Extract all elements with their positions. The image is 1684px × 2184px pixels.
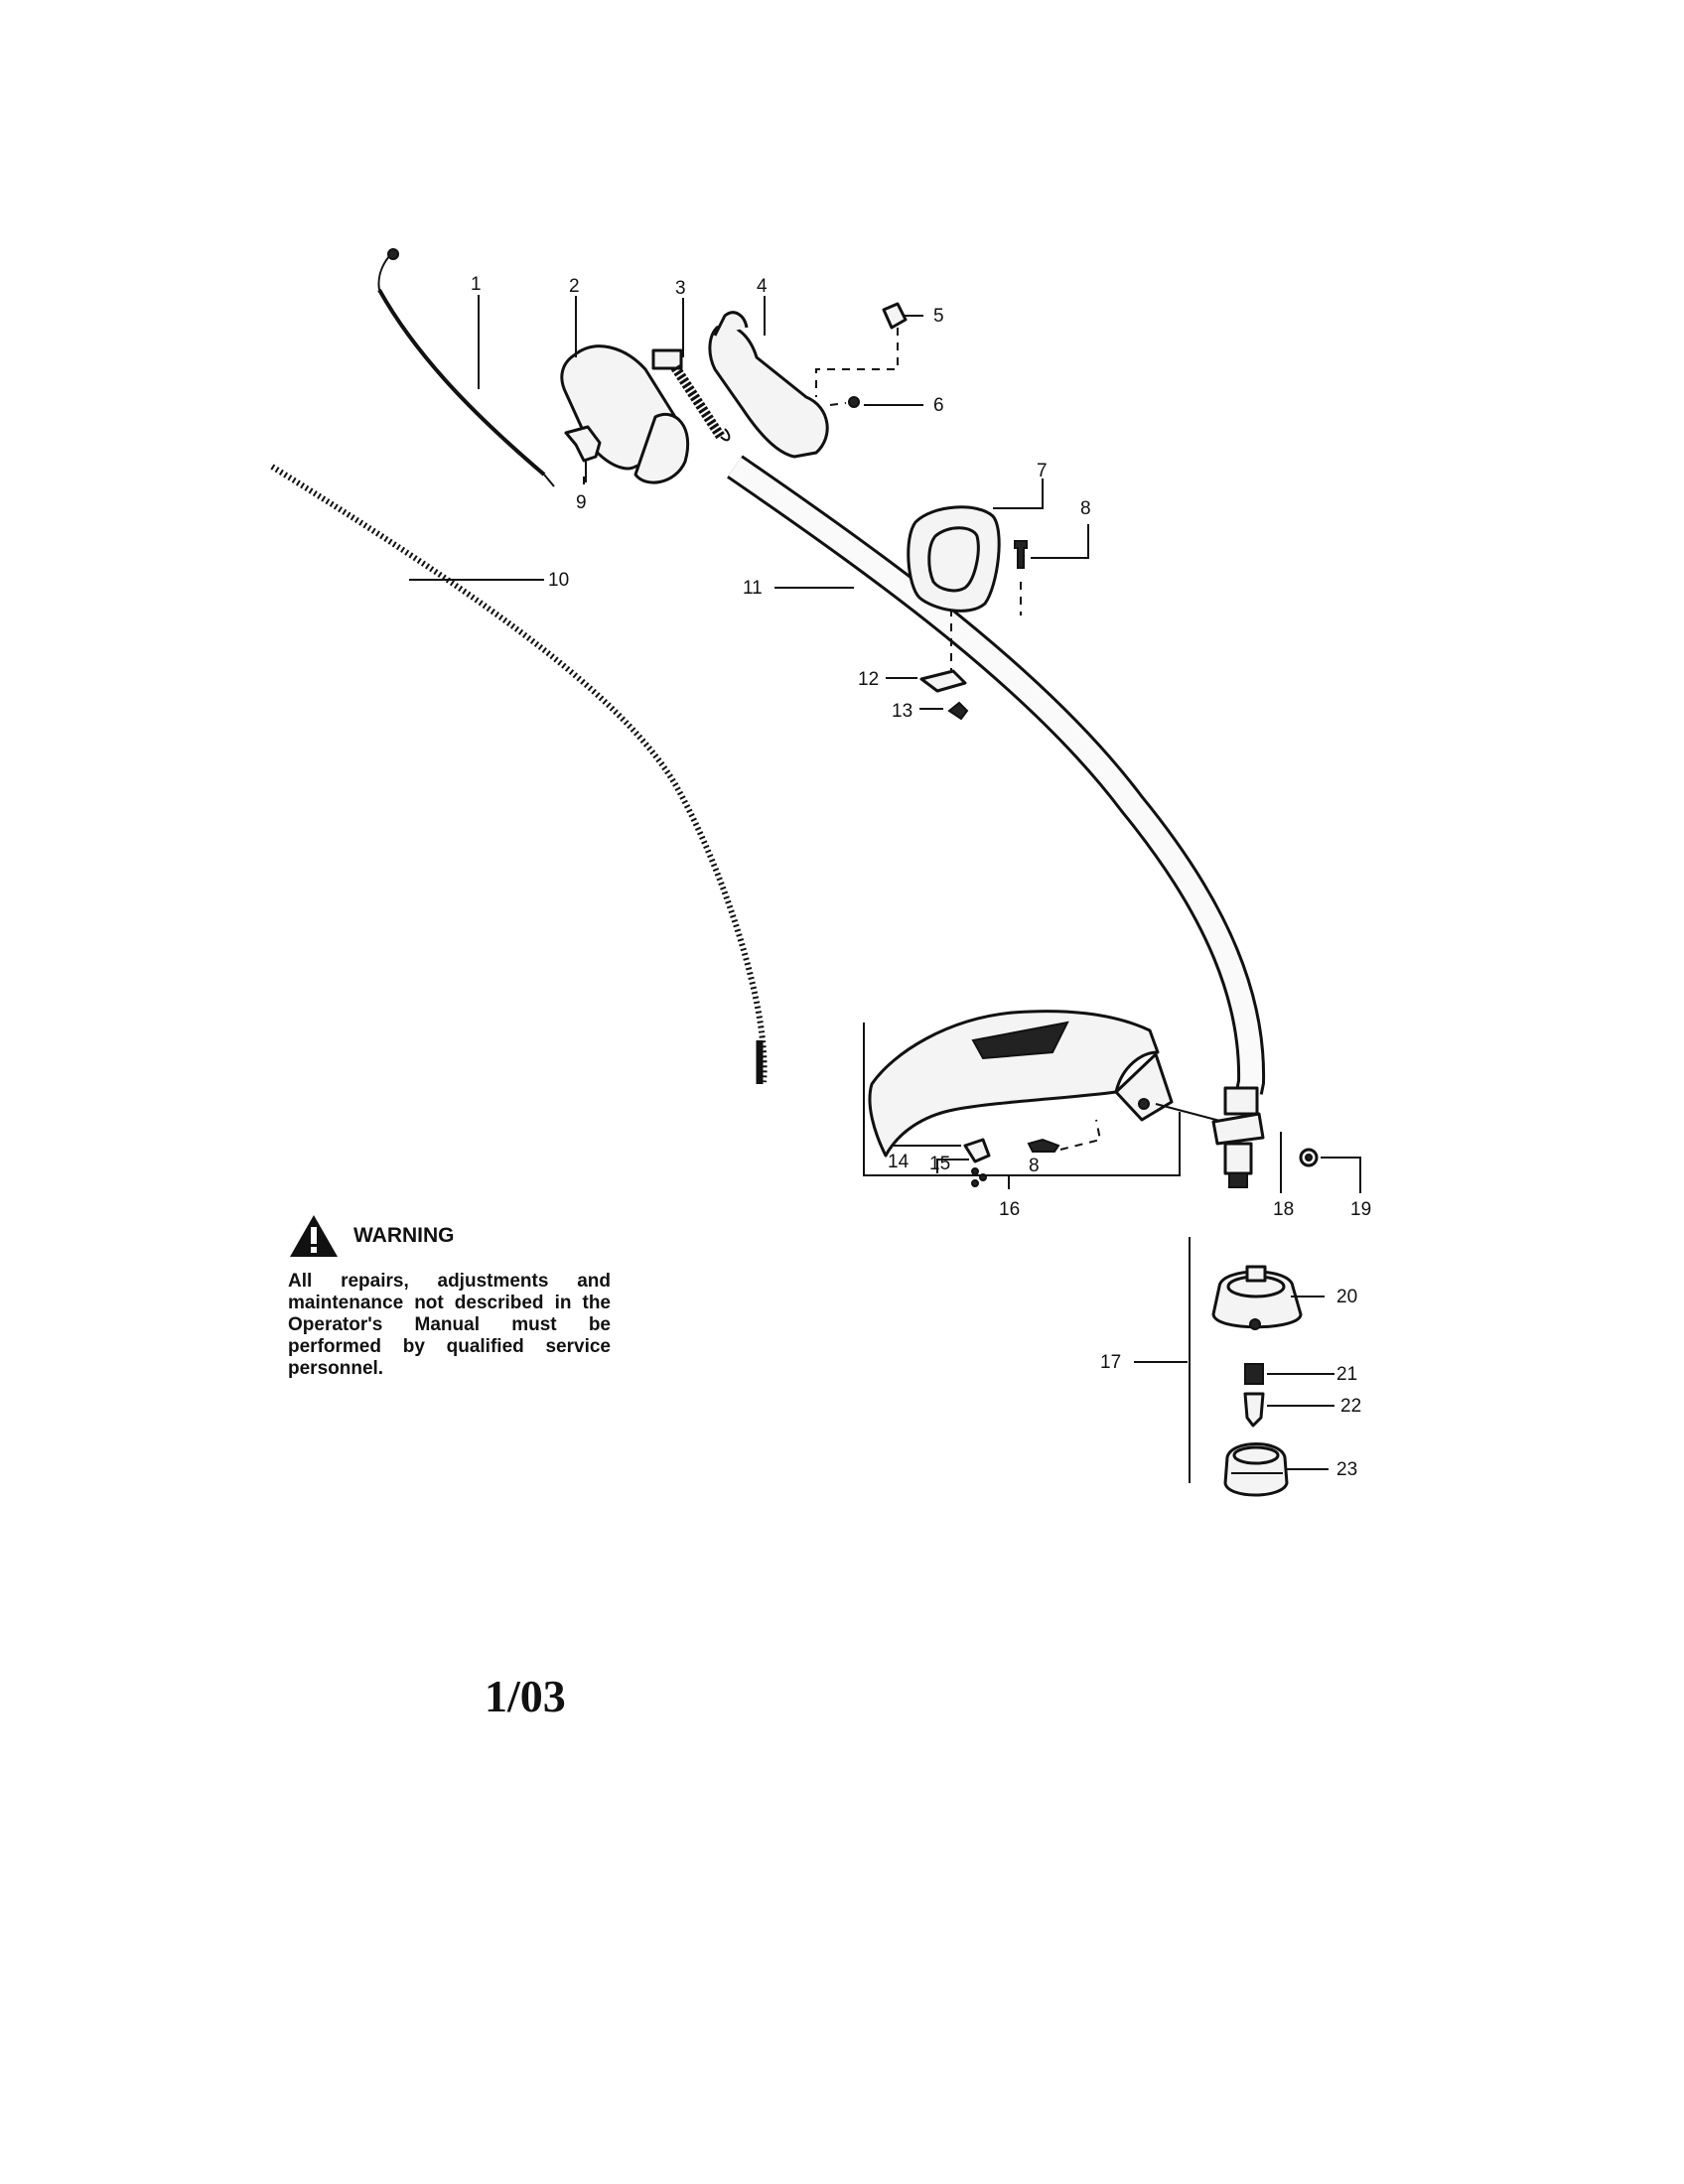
part-22-insert: [1243, 1392, 1265, 1428]
callout-5: 5: [933, 306, 944, 327]
part-9-trigger: [564, 425, 602, 482]
part-23-bump-knob: [1223, 1442, 1289, 1497]
part-15-screws: [971, 1167, 987, 1187]
part-21-spring: [1244, 1363, 1264, 1385]
part-6-screw: [829, 396, 860, 408]
part-20-spool-housing: [1211, 1265, 1303, 1330]
part-8-screw-upper: [1014, 540, 1028, 569]
callout-19: 19: [1350, 1199, 1371, 1220]
callout-17: 17: [1100, 1352, 1121, 1373]
callout-2: 2: [569, 276, 580, 297]
part-4-throttle-housing: [708, 311, 829, 459]
callout-21: 21: [1336, 1364, 1357, 1385]
warning-triangle-icon: [290, 1215, 338, 1257]
warning-title: WARNING: [353, 1224, 455, 1247]
part-8-screw-lower: [1027, 1119, 1102, 1153]
callout-9: 9: [576, 492, 587, 513]
part-7-loop-handle: [907, 505, 1022, 615]
date-code: 1/03: [485, 1671, 566, 1721]
part-19-washer: [1299, 1148, 1319, 1167]
part-12-clamp: [919, 669, 967, 693]
callout-12: 12: [858, 669, 879, 690]
callout-10: 10: [548, 570, 569, 591]
warning-title-row: WARNING: [288, 1211, 611, 1261]
part-14-bracket: [963, 1138, 991, 1163]
part-16-guard: [868, 1010, 1232, 1158]
callout-1: 1: [471, 274, 482, 295]
callout-8: 8: [1080, 498, 1091, 519]
part-3-spring: [651, 348, 731, 442]
part-18-gearhead: [1211, 1086, 1265, 1188]
callout-8-lower: 8: [1029, 1156, 1040, 1176]
part-5-switch: [815, 302, 908, 397]
callout-23: 23: [1336, 1459, 1357, 1480]
part-13-wing-nut: [947, 701, 969, 721]
callout-16: 16: [999, 1199, 1020, 1220]
part-10-drive-shaft: [270, 464, 768, 1084]
callout-14: 14: [888, 1152, 910, 1172]
callout-6: 6: [933, 395, 944, 416]
warning-block: WARNING All repairs, adjustments and mai…: [288, 1211, 611, 1380]
callout-4: 4: [757, 276, 768, 297]
callout-11: 11: [743, 578, 763, 599]
part-1-throttle-cable: [377, 248, 555, 487]
warning-text: All repairs, adjustments and maintenance…: [288, 1271, 611, 1379]
callout-22: 22: [1340, 1396, 1361, 1417]
callout-13: 13: [892, 701, 912, 722]
callout-3: 3: [675, 278, 686, 299]
callout-20: 20: [1336, 1287, 1357, 1307]
leader-lines: [409, 295, 1361, 1483]
callout-18: 18: [1273, 1199, 1294, 1220]
callout-7: 7: [1037, 461, 1048, 481]
callout-15: 15: [929, 1154, 950, 1174]
